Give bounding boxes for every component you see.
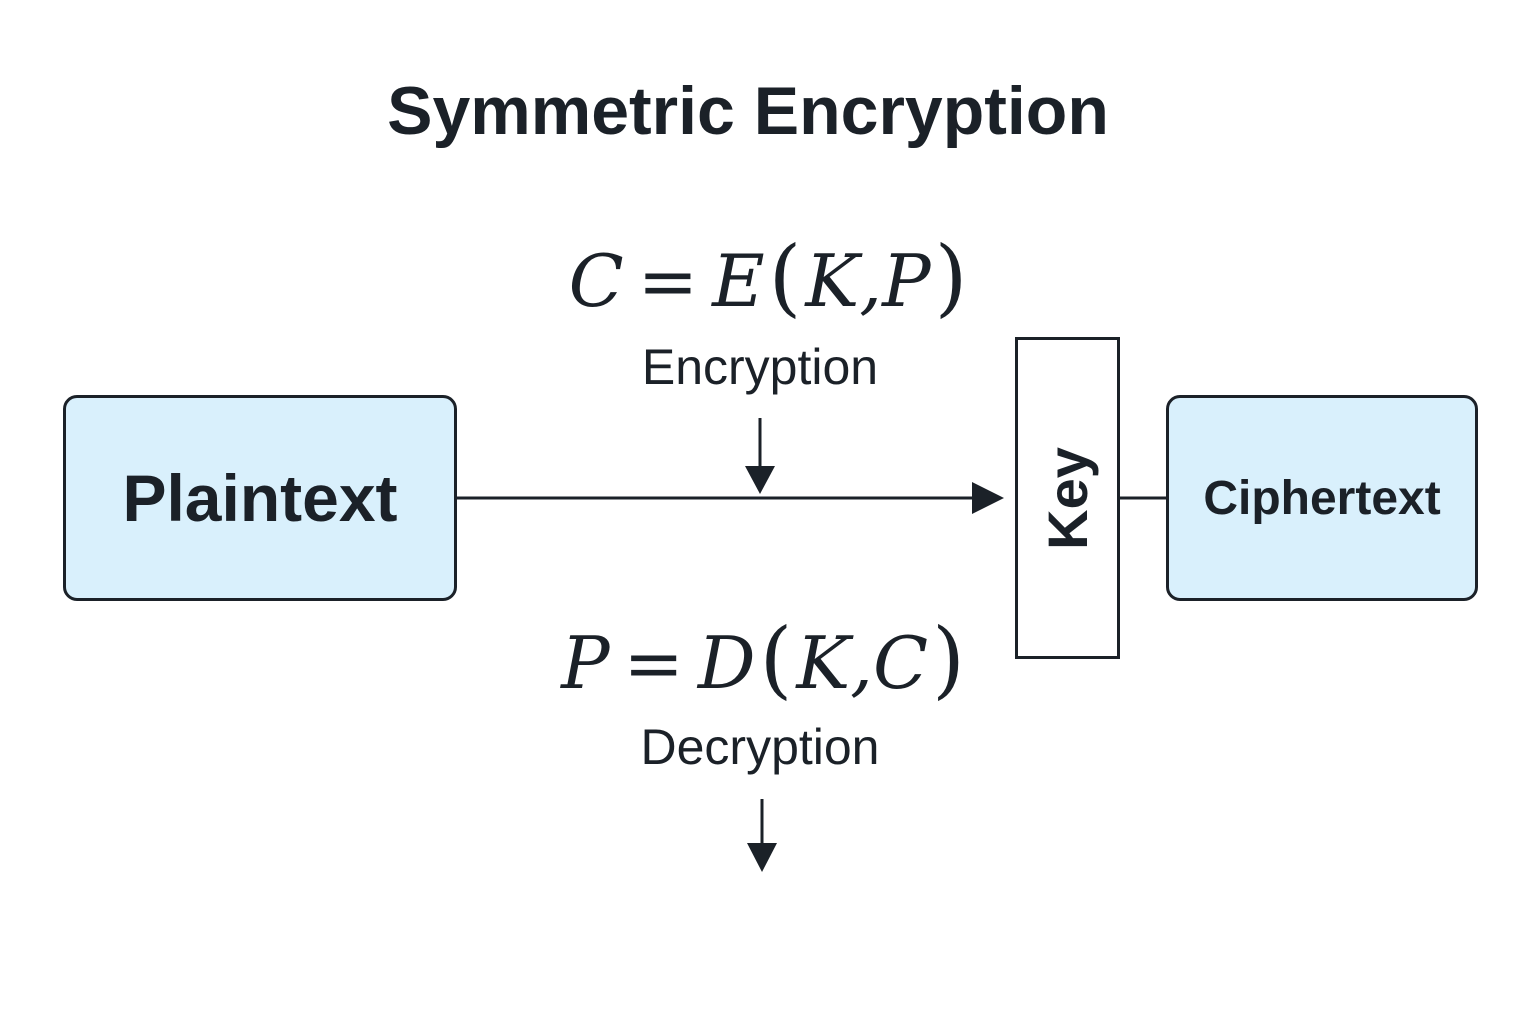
- arrowhead-icon: [745, 466, 775, 494]
- key-node: Key: [1015, 337, 1120, 659]
- encryption-label: Encryption: [641, 339, 879, 395]
- formula-encrypt-fn: E: [712, 239, 765, 323]
- decryption-label: Decryption: [640, 719, 880, 775]
- ciphertext-node: Ciphertext: [1166, 395, 1478, 601]
- formula-close-paren: ): [934, 228, 968, 326]
- key-label: Key: [1036, 446, 1100, 550]
- ciphertext-label: Ciphertext: [1203, 471, 1441, 525]
- formula-decrypt-fn: D: [697, 621, 756, 705]
- formula-ciphertext-var: C: [873, 621, 929, 705]
- encryption-down-arrow: [745, 418, 775, 494]
- formula-close-paren: ): [932, 610, 965, 708]
- formula-plaintext-var: P: [882, 239, 931, 323]
- arrowhead-icon: [747, 843, 777, 872]
- formula-key-var: K: [796, 621, 851, 705]
- formula-comma: ,: [850, 621, 874, 705]
- formula-equals: =: [637, 239, 699, 323]
- formula-key-var: K: [805, 239, 860, 323]
- formula-open-paren: (: [759, 610, 793, 708]
- decryption-down-arrow: [747, 799, 777, 872]
- plaintext-to-key-arrow: [457, 482, 1004, 514]
- diagram-title: Symmetric Encryption: [387, 73, 1109, 149]
- formula-open-paren: (: [768, 228, 802, 326]
- formula-plaintext-var: P: [561, 621, 610, 705]
- arrowhead-icon: [972, 482, 1004, 514]
- plaintext-node: Plaintext: [63, 395, 457, 601]
- decryption-formula: P=D(K,C): [515, 610, 1015, 708]
- formula-ciphertext-var: C: [568, 239, 624, 323]
- plaintext-label: Plaintext: [122, 461, 398, 535]
- encryption-formula: C=E(K,P): [520, 228, 1020, 326]
- formula-equals: =: [623, 621, 684, 705]
- formula-comma: ,: [859, 239, 883, 323]
